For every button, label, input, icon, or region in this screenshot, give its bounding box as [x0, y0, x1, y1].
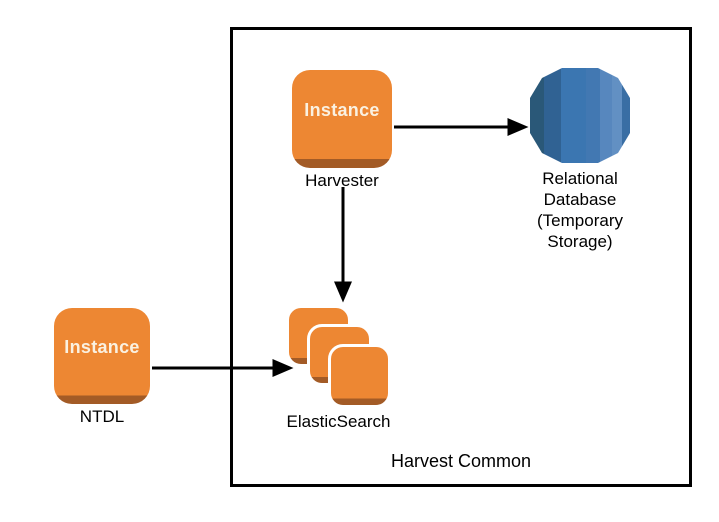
instance-icon-label: Instance [304, 99, 380, 120]
relational-database-node: Relational Database (Temporary Storage) [530, 68, 630, 251]
relational-database-caption: Relational Database (Temporary Storage) [537, 169, 623, 251]
stack-square-front [328, 344, 391, 408]
relational-database-icon [530, 68, 630, 163]
instance-icon-label: Instance [64, 336, 140, 357]
harvest-common-group: Harvest Common [230, 27, 692, 487]
ntdl-node: Instance NTDL [54, 308, 150, 426]
group-label: Harvest Common [390, 451, 532, 471]
elasticsearch-node: ElasticSearch [286, 305, 391, 431]
harvester-caption: Harvester [305, 171, 379, 190]
ntdl-caption: NTDL [79, 407, 125, 426]
instance-icon: Instance [54, 308, 150, 404]
instance-icon: Instance [292, 70, 392, 168]
elasticsearch-caption: ElasticSearch [286, 412, 391, 431]
harvester-node: Instance Harvester [292, 70, 392, 190]
